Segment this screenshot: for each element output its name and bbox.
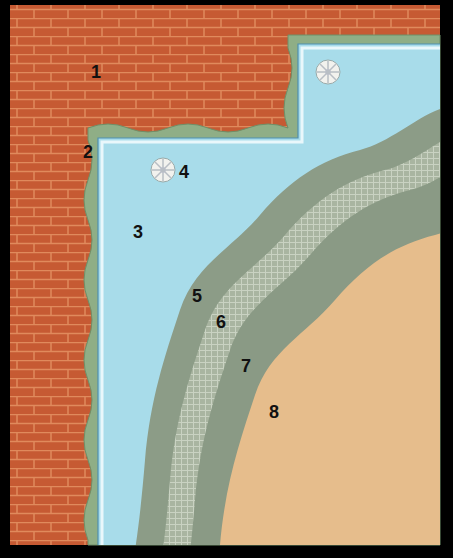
finish-plaster	[200, 190, 453, 558]
dowel	[316, 60, 340, 84]
callout-number: 1	[91, 63, 101, 81]
dowel	[151, 158, 175, 182]
callout-number: 3	[133, 223, 143, 241]
callout-number: 6	[216, 313, 226, 331]
callout-number: 4	[179, 163, 189, 181]
callout-number: 5	[192, 287, 202, 305]
callout-number: 2	[83, 143, 93, 161]
callout-number: 8	[269, 403, 279, 421]
callout-number: 7	[241, 357, 251, 375]
